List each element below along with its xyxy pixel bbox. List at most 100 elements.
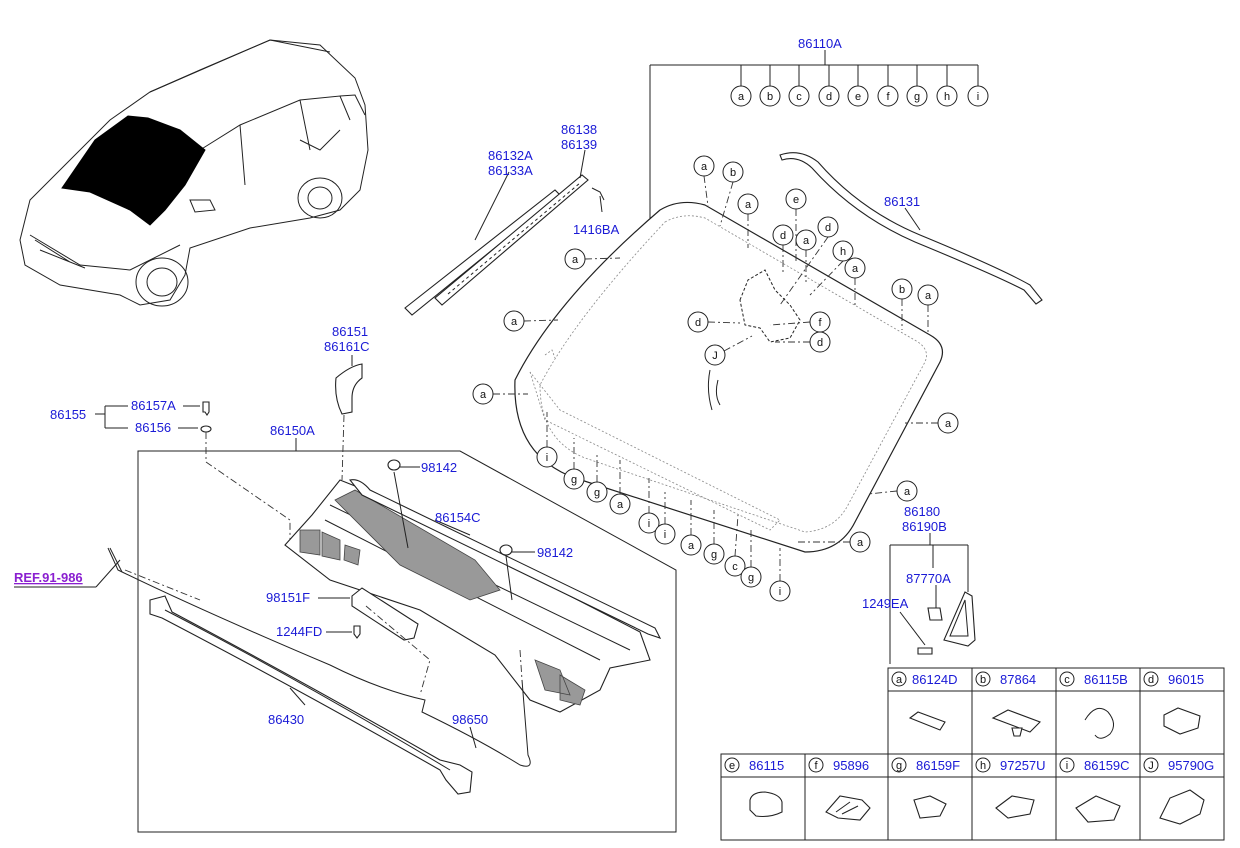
bracket-86155 [95, 401, 212, 433]
legend-cell-h: h 97257U [975, 757, 1046, 819]
seal-86430 [149, 595, 473, 795]
legend-cell-e: e 86115 [724, 757, 784, 818]
svg-text:97257U: 97257U [1000, 758, 1046, 773]
legend-cell-J: J 95790G [1143, 757, 1214, 825]
svg-text:e: e [855, 91, 861, 103]
svg-text:h: h [944, 91, 950, 103]
legend-cell-d: d 96015 [1143, 671, 1204, 735]
svg-text:c: c [796, 91, 802, 103]
label-86131[interactable]: 86131 [884, 194, 920, 209]
label-87770A[interactable]: 87770A [906, 571, 951, 586]
label-86150A[interactable]: 86150A [270, 423, 315, 438]
label-86155[interactable]: 86155 [50, 407, 86, 422]
svg-text:b: b [730, 167, 736, 179]
svg-text:a: a [688, 540, 695, 552]
svg-text:d: d [825, 222, 831, 234]
cowl-leaders [124, 414, 523, 696]
svg-text:f: f [818, 317, 822, 329]
label-86430[interactable]: 86430 [268, 712, 304, 727]
svg-text:a: a [572, 254, 579, 266]
callout-bubbles: a b a e d a d h a b a a a d f J d a a i … [472, 155, 959, 602]
bracket-86180 [889, 533, 976, 664]
reference-leader [14, 559, 121, 588]
svg-text:g: g [594, 487, 600, 499]
svg-text:d: d [826, 91, 832, 103]
svg-text:d: d [780, 230, 786, 242]
label-86138[interactable]: 86138 [561, 122, 597, 137]
svg-text:a: a [745, 199, 752, 211]
svg-text:a: a [945, 418, 952, 430]
ref-link-91-986[interactable]: REF.91-986 [14, 570, 83, 585]
svg-text:86159F: 86159F [916, 758, 960, 773]
svg-text:g: g [914, 91, 920, 103]
label-86156[interactable]: 86156 [135, 420, 171, 435]
svg-text:95790G: 95790G [1168, 758, 1214, 773]
svg-text:e: e [729, 760, 735, 772]
windshield-highlight [61, 115, 206, 226]
pillar-cover-86151 [335, 355, 363, 415]
svg-text:86115B: 86115B [1084, 672, 1128, 687]
svg-text:96015: 96015 [1168, 672, 1204, 687]
cowl-assembly-frame [137, 438, 677, 833]
svg-text:87864: 87864 [1000, 672, 1036, 687]
top-letter-circle-f: f [877, 85, 899, 107]
svg-text:J: J [1148, 760, 1154, 772]
label-86110A[interactable]: 86110A [798, 36, 842, 51]
svg-text:i: i [546, 452, 548, 464]
label-98151F[interactable]: 98151F [266, 590, 310, 605]
windshield-glass [514, 201, 943, 553]
label-86139[interactable]: 86139 [561, 137, 597, 152]
svg-text:a: a [896, 674, 903, 686]
legend-cell-b: b 87864 [975, 671, 1041, 737]
legend-cell-a: a 86124D [891, 671, 958, 731]
top-letter-circle-a: a [730, 85, 752, 107]
svg-text:86124D: 86124D [912, 672, 958, 687]
label-86180[interactable]: 86180 [904, 504, 940, 519]
svg-text:d: d [817, 337, 823, 349]
top-letter-bracket: a b c d e f g h i [649, 50, 989, 232]
label-86161C[interactable]: 86161C [324, 339, 370, 354]
cowl-top-cover [284, 479, 662, 713]
bracket-98151F [318, 587, 419, 641]
top-letter-circle-c: c [788, 85, 810, 107]
svg-text:i: i [1066, 760, 1068, 772]
svg-text:a: a [701, 161, 708, 173]
vehicle-illustration [19, 39, 369, 307]
svg-text:d: d [1148, 674, 1154, 686]
label-86132A[interactable]: 86132A [488, 148, 533, 163]
label-98650[interactable]: 98650 [452, 712, 488, 727]
legend-cell-g: g 86159F [891, 757, 960, 819]
svg-text:f: f [814, 760, 818, 772]
top-bracket-ticks [740, 65, 979, 86]
svg-text:a: a [904, 486, 911, 498]
svg-text:c: c [1064, 674, 1070, 686]
label-86133A[interactable]: 86133A [488, 163, 533, 178]
svg-text:95896: 95896 [833, 758, 869, 773]
svg-text:b: b [767, 91, 773, 103]
svg-text:a: a [738, 91, 745, 103]
svg-text:a: a [480, 389, 487, 401]
parts-legend-table: a 86124D b 87864 c 86115B d 96015 e 8611… [720, 667, 1225, 841]
label-1249EA[interactable]: 1249EA [862, 596, 909, 611]
svg-text:i: i [779, 586, 781, 598]
svg-text:a: a [803, 235, 810, 247]
label-86151[interactable]: 86151 [332, 324, 368, 339]
svg-text:b: b [899, 284, 905, 296]
label-1416BA[interactable]: 1416BA [573, 222, 620, 237]
top-letter-circle-b: b [759, 85, 781, 107]
label-86157A[interactable]: 86157A [131, 398, 176, 413]
svg-text:i: i [977, 91, 979, 103]
svg-text:g: g [896, 760, 902, 772]
molding-86132A [404, 174, 589, 316]
label-86190B[interactable]: 86190B [902, 519, 947, 534]
label-98142-upper[interactable]: 98142 [421, 460, 457, 475]
svg-text:a: a [852, 263, 859, 275]
svg-text:g: g [571, 474, 577, 486]
label-86154C[interactable]: 86154C [435, 510, 481, 525]
svg-text:a: a [925, 290, 932, 302]
label-1244FD[interactable]: 1244FD [276, 624, 322, 639]
legend-cell-i: i 86159C [1059, 757, 1130, 823]
molding-86131 [779, 152, 1043, 305]
label-98142-lower[interactable]: 98142 [537, 545, 573, 560]
